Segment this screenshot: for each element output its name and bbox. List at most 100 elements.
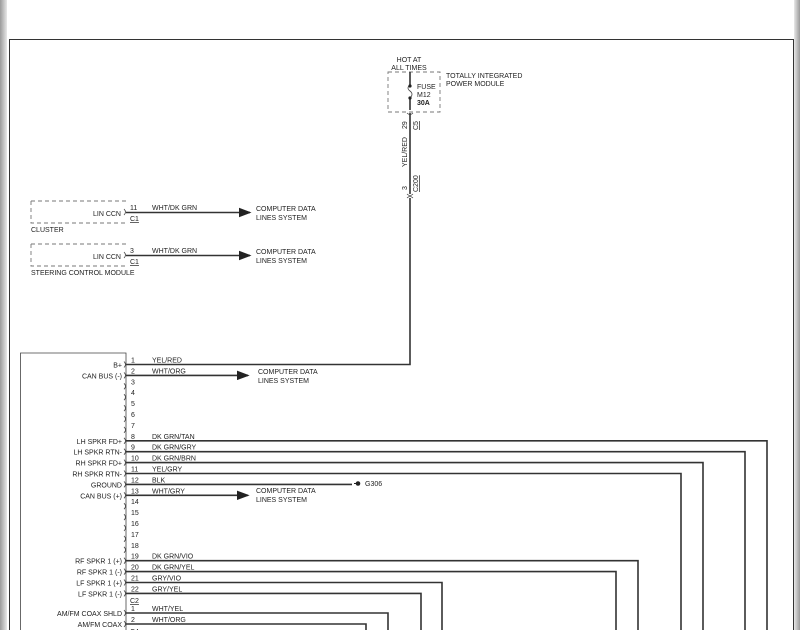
can-minus-dest-1: COMPUTER DATA (258, 369, 318, 376)
pin-connector-icon (123, 568, 126, 575)
pins-pin-label: CAN BUS (-) (82, 373, 122, 380)
pin-connector-icon (123, 393, 126, 401)
pins-pin-number: 20 (131, 565, 139, 572)
pins-pin-number: 14 (131, 499, 139, 506)
pin-connector-icon (123, 415, 126, 423)
pins-pin-number: 3 (131, 379, 135, 386)
pin-connector-icon (123, 524, 126, 532)
cluster-connector: C1 (130, 216, 139, 223)
c4_pins-pin-number: 1 (131, 606, 135, 613)
pin-connector-icon (123, 492, 126, 499)
pins-pin-number: 4 (131, 390, 135, 397)
pin-connector-icon (123, 426, 126, 434)
pin-connector-icon (123, 620, 126, 628)
wire-dk-grn-vio (126, 559, 639, 630)
can-plus-dest-1: COMPUTER DATA (256, 488, 316, 495)
pins-pin-label: RH SPKR RTN- (72, 472, 122, 479)
pins-pin-label: RH SPKR FD+ (76, 461, 122, 468)
page-shadow-left (0, 0, 7, 630)
wire-dk-grn-yel (126, 570, 617, 630)
radio-module: C2 C4 COMPUTER DATA LINES SYSTEM COMPUTE… (20, 352, 768, 630)
wire-dk-grn-tan (126, 440, 768, 630)
pins-pin-number: 12 (131, 477, 139, 484)
connector-c5-label: C5 (413, 121, 420, 130)
pins-wire-color: DK GRN/TAN (152, 434, 195, 441)
pin-connector-icon (123, 372, 126, 379)
pins-pin-label: RF SPKR 1 (+) (75, 559, 122, 566)
wire-yel-gry (126, 472, 682, 630)
pins-pin-label: LH SPKR FD+ (77, 439, 122, 446)
pin-connector-icon (123, 513, 126, 521)
pin-connector-icon (123, 470, 126, 477)
pins-wire-color: DK GRN/YEL (152, 565, 195, 572)
pins-pin-number: 1 (131, 358, 135, 365)
pins-wire-color: DK GRN/GRY (152, 445, 197, 452)
steering-circuit: LIN CCN (93, 254, 121, 261)
wire-wht-org (126, 623, 367, 630)
pins-pin-label: LH SPKR RTN- (74, 450, 123, 457)
wire-gry-vio (126, 581, 443, 630)
connector-c200-label: C200 (413, 175, 420, 192)
pins-pin-label: RF SPKR 1 (-) (77, 570, 122, 577)
steering-module: LIN CCN 3 C1 WHT/DK GRN COMPUTER DATA LI… (30, 243, 316, 277)
pins-wire-color: DK GRN/BRN (152, 456, 196, 463)
pins-pin-number: 10 (131, 456, 139, 463)
wire-dk-grn-gry (126, 450, 746, 630)
all-times-label: ALL TIMES (391, 65, 427, 72)
wire-gry-yel (126, 592, 422, 630)
steering-connector: C1 (130, 259, 139, 266)
tipm-label-2: POWER MODULE (446, 81, 505, 88)
pin-connector-icon (123, 448, 126, 455)
pins-pin-label: GROUND (91, 482, 122, 489)
c4_pins-pin-label: AM/FM COAX SHLD (57, 611, 122, 618)
pin-3-label: 3 (402, 186, 409, 190)
pins-wire-color: GRY/YEL (152, 586, 182, 593)
pins-pin-label: LF SPKR 1 (+) (76, 581, 122, 588)
pins-pin-number: 5 (131, 401, 135, 408)
pin-connector-icon (123, 459, 126, 466)
pins-pin-number: 18 (131, 543, 139, 550)
steering-wire-color: WHT/DK GRN (152, 248, 197, 255)
cluster-dest-1: COMPUTER DATA (256, 206, 316, 213)
cluster-pin: 11 (130, 205, 137, 212)
steering-pin: 3 (130, 248, 134, 255)
connector-c200-icon (406, 193, 414, 199)
c4_pins-wire-color: WHT/ORG (152, 617, 186, 624)
pins-pin-number: 11 (131, 467, 138, 474)
pins-wire-color: YEL/GRY (152, 467, 183, 474)
pin-connector-icon (123, 535, 126, 543)
pin-connector-icon (123, 590, 126, 597)
pins-pin-number: 17 (131, 532, 139, 539)
pins-pin-number: 13 (131, 488, 139, 495)
pins-pin-number: 15 (131, 510, 139, 517)
diagram-border (9, 39, 794, 630)
c4_pins-pin-number: 2 (131, 617, 135, 624)
pins-pin-label: LF SPKR 1 (-) (78, 591, 122, 598)
pin-connector-icon (123, 383, 126, 390)
pins-wire-color: DK GRN/VIO (152, 554, 194, 561)
pins-pin-number: 22 (131, 586, 139, 593)
power-module: HOT AT ALL TIMES TOTALLY INTEGRATED POWE… (126, 57, 522, 366)
ground-id: G306 (365, 481, 382, 488)
pin-connector-icon (123, 481, 126, 488)
can-minus-dest-2: LINES SYSTEM (258, 378, 309, 385)
cluster-name: CLUSTER (31, 227, 64, 234)
tipm-box (387, 71, 441, 113)
pin-connector-icon (123, 557, 126, 564)
pins-pin-number: 8 (131, 434, 135, 441)
ground-icon (354, 481, 361, 486)
pin-29-label: 29 (402, 121, 409, 129)
pin-connector-icon (123, 546, 126, 554)
pins-pin-label: CAN BUS (+) (80, 493, 122, 500)
pin-connector-icon (123, 579, 126, 586)
steering-dest-2: LINES SYSTEM (256, 258, 307, 265)
hot-at-label: HOT AT (397, 57, 422, 64)
pin-connector-icon (123, 609, 126, 617)
pins-pin-number: 21 (131, 576, 139, 583)
pins-wire-color: WHT/ORG (152, 368, 186, 375)
wire-yel-red (126, 113, 411, 366)
can-plus-dest-2: LINES SYSTEM (256, 497, 307, 504)
connector-c2-label: C2 (130, 598, 139, 605)
